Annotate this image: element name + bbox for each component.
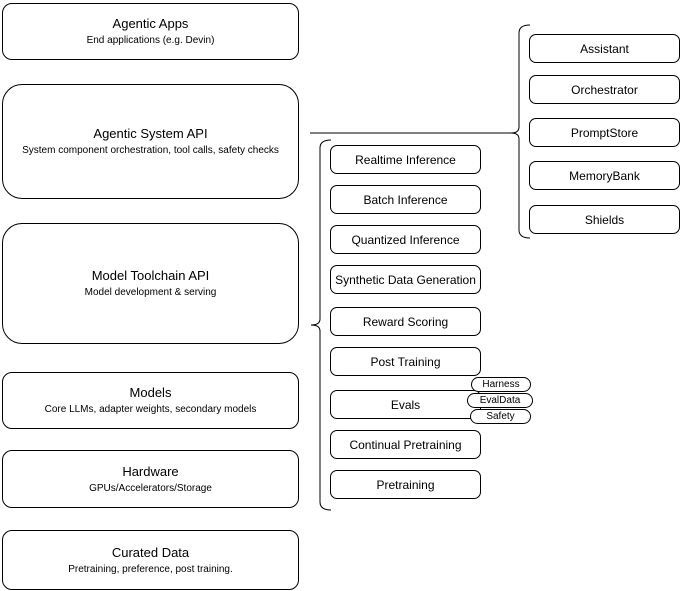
node-label: Shields: [584, 212, 625, 227]
node-label: Post Training: [370, 354, 441, 369]
node-subtitle: End applications (e.g. Devin): [86, 35, 215, 46]
node-reward-scoring: Reward Scoring: [330, 307, 481, 336]
node-label: Realtime Inference: [355, 152, 456, 167]
node-assistant: Assistant: [529, 34, 680, 63]
node-subtitle: Model development & serving: [84, 287, 217, 298]
pill-safety: Safety: [470, 409, 531, 424]
node-subtitle: System component orchestration, tool cal…: [22, 145, 279, 156]
node-agentic-apps: Agentic Apps End applications (e.g. Devi…: [2, 3, 299, 60]
node-continual-pretraining: Continual Pretraining: [330, 430, 481, 459]
node-label: Assistant: [580, 41, 629, 56]
node-curated-data: Curated Data Pretraining, preference, po…: [2, 530, 299, 590]
node-label: Quantized Inference: [351, 232, 460, 247]
pill-harness: Harness: [471, 377, 531, 392]
node-label: Orchestrator: [571, 82, 638, 97]
node-quantized-inference: Quantized Inference: [330, 225, 481, 254]
node-subtitle: GPUs/Accelerators/Storage: [89, 482, 212, 494]
node-pretraining: Pretraining: [330, 470, 481, 499]
node-batch-inference: Batch Inference: [330, 185, 481, 214]
node-post-training: Post Training: [330, 347, 481, 376]
node-label: Evals: [390, 397, 421, 412]
node-realtime-inference: Realtime Inference: [330, 145, 481, 174]
node-promptstore: PromptStore: [529, 118, 680, 147]
node-label: Batch Inference: [363, 192, 448, 207]
node-title: Agentic Apps: [112, 16, 189, 31]
node-evals: Evals: [330, 390, 481, 419]
node-hardware: Hardware GPUs/Accelerators/Storage: [2, 450, 299, 508]
node-label: Pretraining: [376, 477, 435, 492]
node-label: MemoryBank: [569, 168, 640, 183]
pill-evaldata: EvalData: [467, 393, 533, 408]
node-title: Hardware: [122, 463, 179, 479]
pill-label: Harness: [482, 378, 520, 390]
node-label: Synthetic Data Generation: [335, 272, 476, 287]
node-title: Model Toolchain API: [91, 268, 210, 283]
node-agentic-system-api: Agentic System API System component orch…: [2, 84, 299, 199]
node-synthetic-data-generation: Synthetic Data Generation: [330, 265, 481, 294]
node-shields: Shields: [529, 205, 680, 234]
node-subtitle: Core LLMs, adapter weights, secondary mo…: [44, 404, 257, 415]
brace-toolchain: [310, 139, 332, 511]
pill-label: EvalData: [479, 394, 521, 406]
node-models: Models Core LLMs, adapter weights, secon…: [2, 372, 299, 429]
node-title: Models: [129, 385, 172, 400]
brace-system-components: [510, 24, 531, 239]
node-label: Reward Scoring: [362, 314, 449, 329]
node-label: Continual Pretraining: [349, 437, 462, 452]
node-memorybank: MemoryBank: [529, 161, 680, 190]
node-subtitle: Pretraining, preference, post training.: [68, 563, 233, 575]
pill-label: Safety: [486, 410, 515, 422]
node-orchestrator: Orchestrator: [529, 75, 680, 104]
node-title: Agentic System API: [93, 126, 208, 141]
node-label: PromptStore: [570, 125, 639, 140]
node-title: Curated Data: [111, 544, 190, 560]
node-model-toolchain-api: Model Toolchain API Model development & …: [2, 223, 299, 344]
